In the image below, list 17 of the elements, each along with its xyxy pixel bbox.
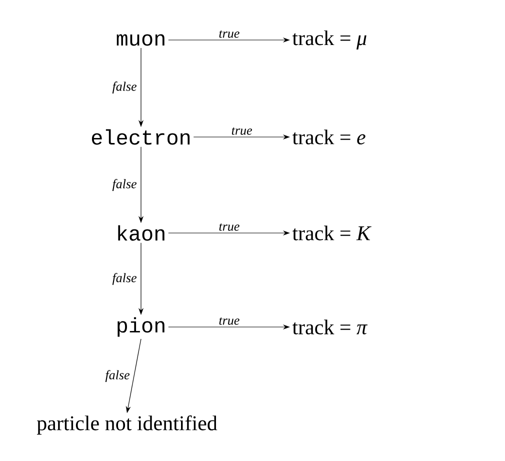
edge-label: false xyxy=(112,179,136,191)
edge-label: true xyxy=(219,30,240,38)
edge-label: false xyxy=(112,82,136,94)
edge-label: false xyxy=(105,370,130,382)
result-text: track = K xyxy=(292,226,372,240)
result-text: track = μ xyxy=(292,30,366,50)
edge-label: true xyxy=(219,317,240,325)
edge-label: false xyxy=(112,273,136,285)
result-text: particle not identified xyxy=(36,415,218,435)
code-word: muon xyxy=(116,34,164,46)
result-text: track = e xyxy=(292,130,366,144)
code-word: kaon xyxy=(118,225,164,241)
code-word: pion xyxy=(118,317,164,337)
edge-label: true xyxy=(219,223,240,231)
code-word: electron xyxy=(92,129,190,145)
result-text: track = π xyxy=(292,320,368,334)
edge-label: true xyxy=(232,127,252,135)
